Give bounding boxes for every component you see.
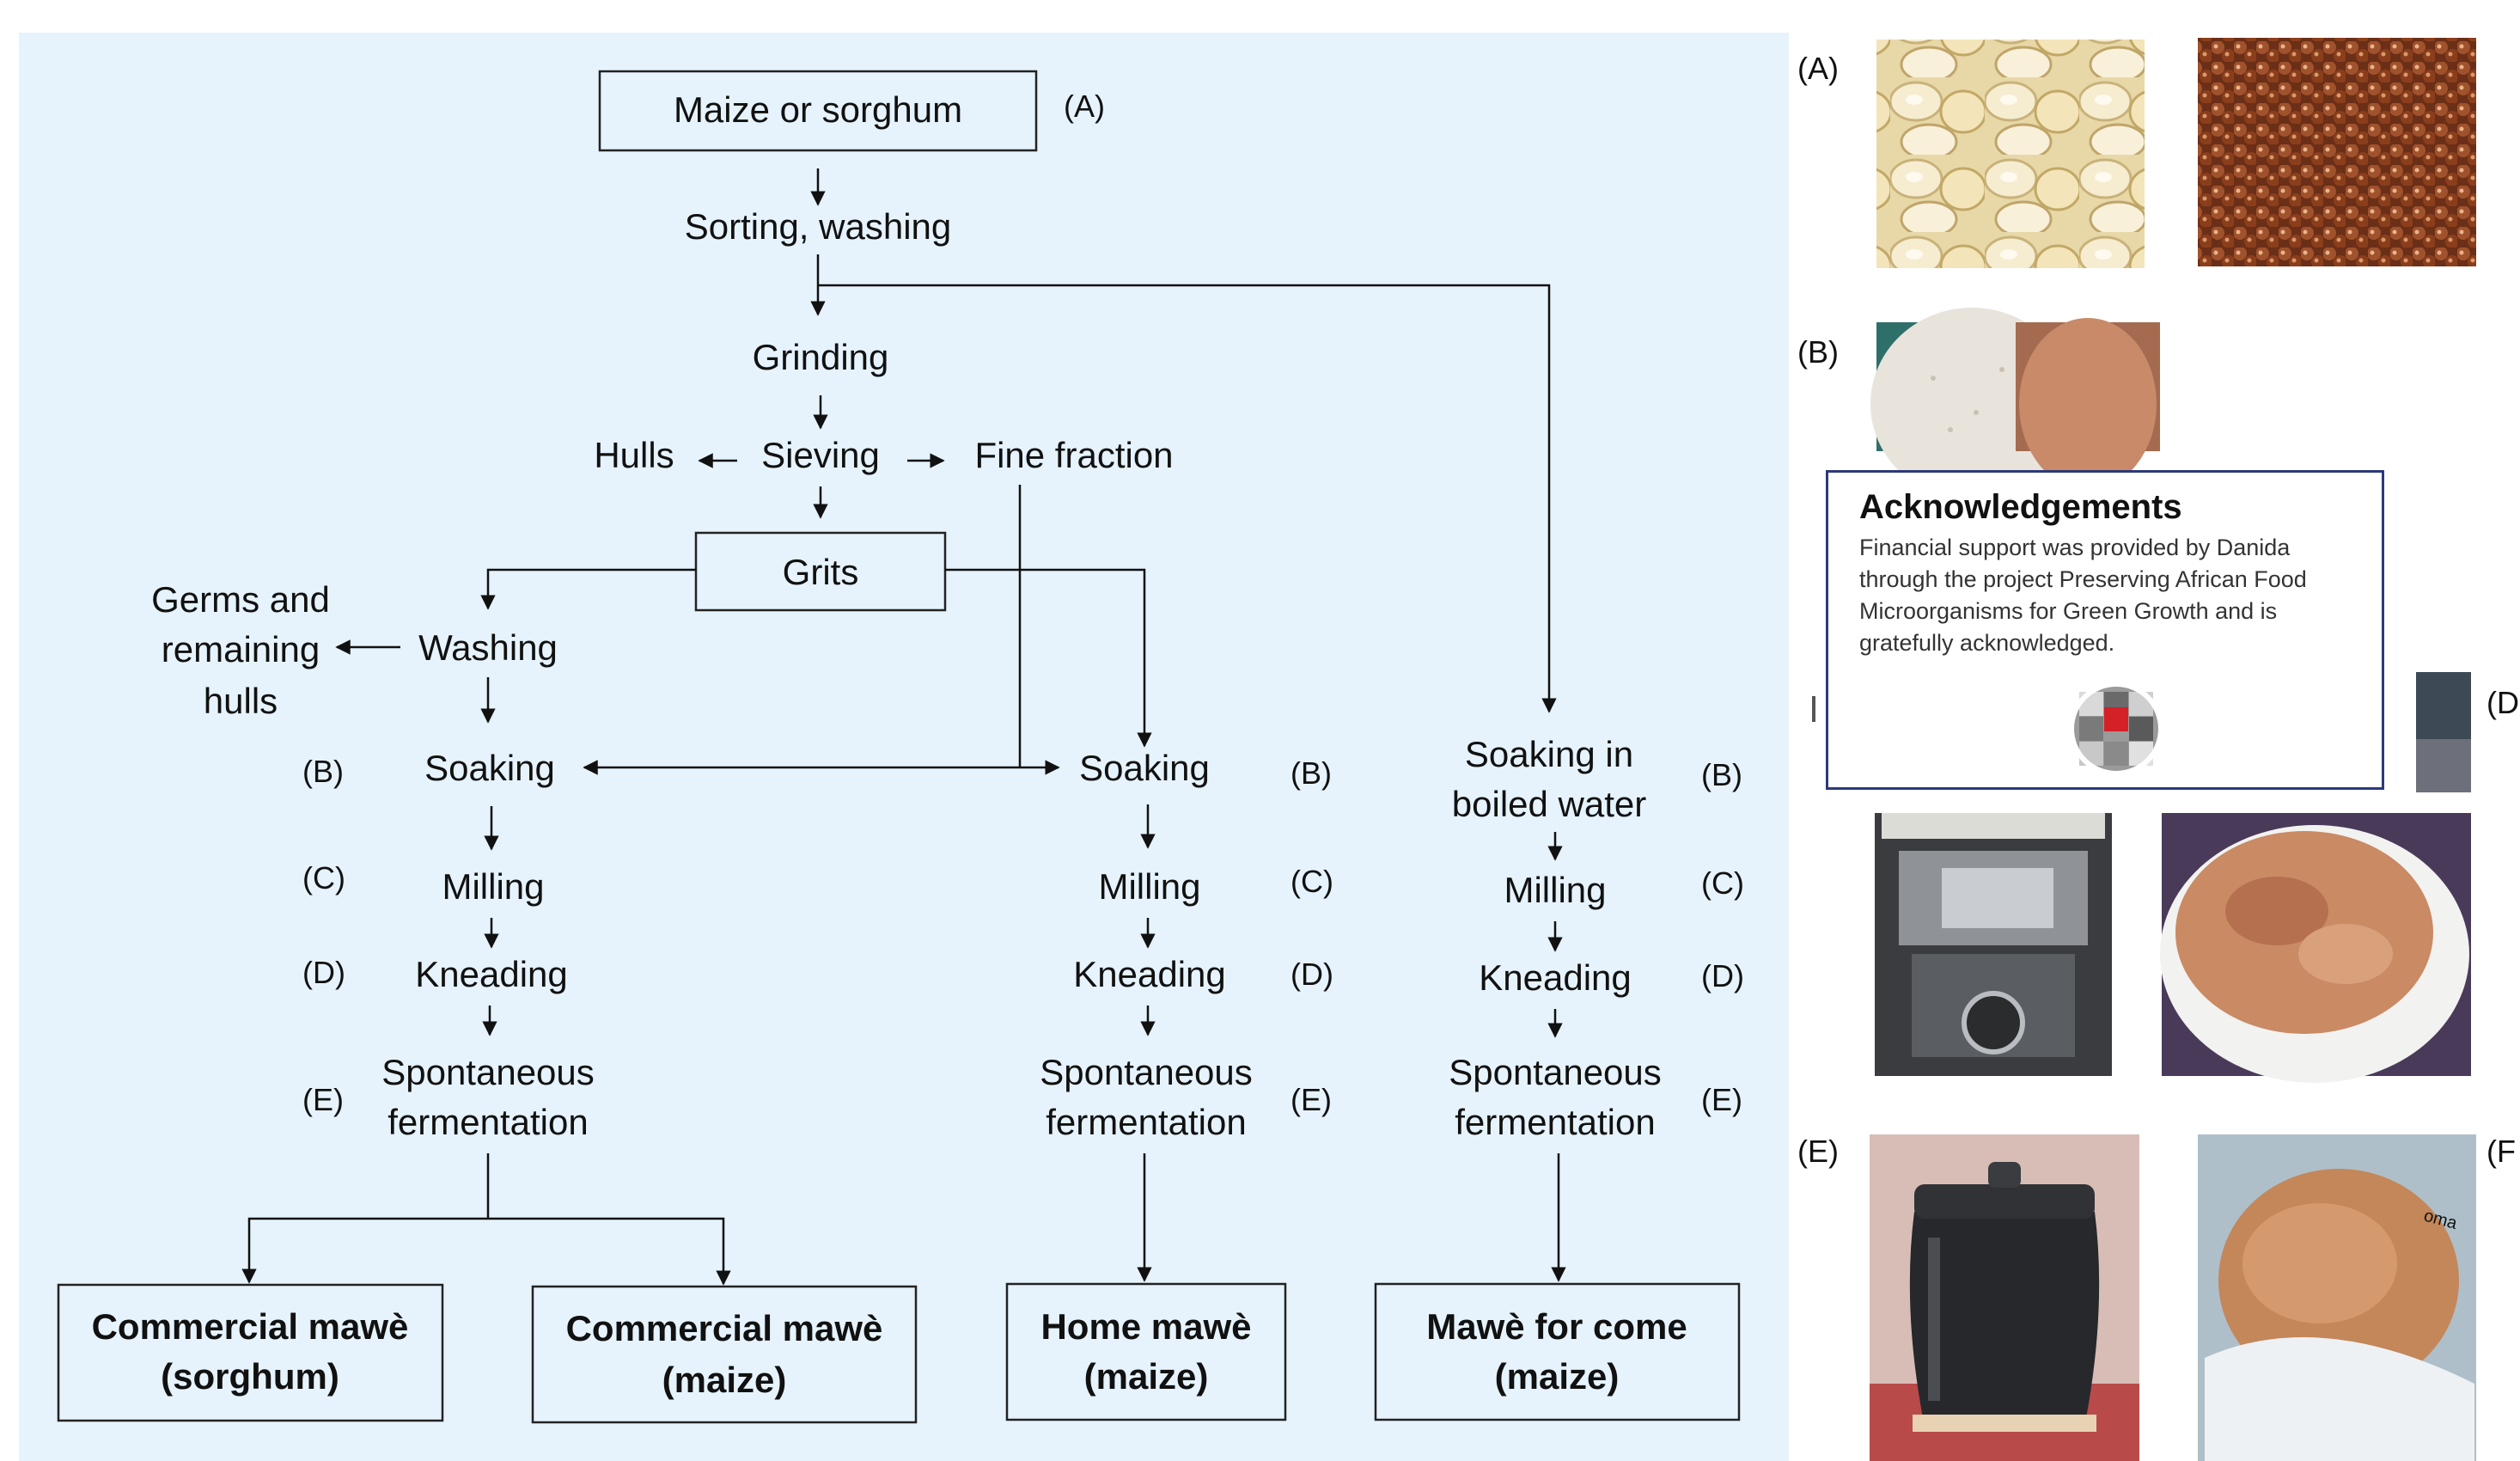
product-line-2: (maize) <box>1084 1356 1209 1397</box>
spont-left-line-2: fermentation <box>387 1102 588 1142</box>
photo-label-e: (E) <box>1797 1134 1839 1169</box>
kneading-mid-node: Kneading <box>1073 954 1226 994</box>
spont-mid-line-1: Spontaneous <box>1040 1052 1253 1092</box>
mid-step-c: (C) <box>1291 864 1333 899</box>
milling-mid-node: Milling <box>1098 866 1200 907</box>
start-step-label: (A) <box>1064 89 1105 124</box>
product-line-1: Mawè for come <box>1426 1306 1687 1347</box>
milling-left-node: Milling <box>442 866 544 907</box>
spont-right-line-2: fermentation <box>1455 1102 1655 1142</box>
arrow-to-commercial-sorghum <box>241 1217 488 1284</box>
left-step-c: (C) <box>302 860 345 896</box>
bagged-mawe-photo: oma <box>2198 1134 2476 1461</box>
product-line-1: Home mawè <box>1040 1306 1251 1347</box>
left-step-b: (B) <box>302 754 344 789</box>
right-step-d: (D) <box>1701 958 1744 993</box>
ack-line-3: Microorganisms for Green Growth and is <box>1859 598 2278 624</box>
mid-step-e: (E) <box>1291 1082 1332 1117</box>
soaking-left-node: Soaking <box>424 748 555 788</box>
start-box <box>598 70 1038 152</box>
ack-line-2: through the project Preserving African F… <box>1859 566 2307 592</box>
germs-line-2: remaining <box>162 629 320 669</box>
ack-title: Acknowledgements <box>1859 488 2182 526</box>
right-step-b: (B) <box>1701 757 1742 792</box>
sorting-node: Sorting, washing <box>685 206 952 247</box>
right-step-c: (C) <box>1701 865 1744 901</box>
product-line-1: Commercial mawè <box>92 1306 409 1347</box>
product-commercial-sorghum: Commercial mawè (sorghum) <box>57 1283 444 1422</box>
hulls-node: Hulls <box>594 435 674 475</box>
milling-right-node: Milling <box>1504 870 1606 910</box>
germs-line-1: Germs and <box>151 579 330 620</box>
sieving-node: Sieving <box>761 435 880 475</box>
fine-fraction-node: Fine fraction <box>974 435 1173 475</box>
left-step-e: (E) <box>302 1082 344 1117</box>
sorghum-grain-photo <box>2198 38 2476 266</box>
ack-line-4: gratefully acknowledged. <box>1859 630 2115 656</box>
spont-right-line-1: Spontaneous <box>1449 1052 1662 1092</box>
fermentation-pot-photo <box>1870 1134 2139 1461</box>
photo-label-f: (F <box>2486 1134 2516 1169</box>
start-node: Maize or sorghum <box>674 89 962 130</box>
product-line-2: (sorghum) <box>161 1356 339 1397</box>
product-line-1: Commercial mawè <box>566 1308 883 1348</box>
photo-label-b: (B) <box>1797 334 1839 370</box>
left-step-d: (D) <box>302 955 345 990</box>
mid-step-b: (B) <box>1291 755 1332 791</box>
soaking-photo <box>1870 308 2160 500</box>
photo-label-d: (D <box>2486 685 2519 720</box>
photo-edge-left <box>1812 696 1815 722</box>
soaking-mid-node: Soaking <box>1079 748 1210 788</box>
arrow-sorting-soaking-right <box>818 284 1557 713</box>
top-dough-photo-edge <box>2416 672 2471 792</box>
maize-grain-photo <box>1876 40 2145 268</box>
washing-node: Washing <box>418 627 558 668</box>
right-step-e: (E) <box>1701 1082 1742 1117</box>
kneading-right-node: Kneading <box>1479 957 1632 998</box>
germs-line-3: hulls <box>204 681 278 721</box>
product-line-2: (maize) <box>1495 1356 1620 1397</box>
arrow-to-commercial-maize <box>488 1217 731 1286</box>
grits-node: Grits <box>783 552 859 592</box>
product-home-maize: Home mawè (maize) <box>1005 1282 1287 1421</box>
grits-box <box>694 531 947 612</box>
arrow-grits-soaking-mid <box>945 568 1152 748</box>
mid-step-d: (D) <box>1291 957 1333 992</box>
product-commercial-maize: Commercial mawè (maize) <box>531 1285 918 1424</box>
product-line-2: (maize) <box>662 1360 787 1400</box>
grinding-node: Grinding <box>753 337 889 377</box>
kneaded-dough-photo <box>2160 813 2471 1083</box>
photo-label-a: (A) <box>1797 51 1839 86</box>
soaking-right-line-1: Soaking in <box>1465 734 1633 774</box>
soaking-right-line-2: boiled water <box>1452 784 1646 824</box>
ack-line-1: Financial support was provided by Danida <box>1859 535 2291 560</box>
milling-machine-photo <box>1875 813 2112 1076</box>
danida-logo-icon <box>2069 682 2163 776</box>
acknowledgements-popup: Acknowledgements Financial support was p… <box>1826 470 2384 790</box>
kneading-left-node: Kneading <box>415 954 568 994</box>
spont-mid-line-2: fermentation <box>1046 1102 1246 1142</box>
spont-left-line-1: Spontaneous <box>381 1052 595 1092</box>
product-mawe-for-come: Mawè for come (maize) <box>1374 1282 1741 1421</box>
arrow-grits-washing <box>480 568 696 610</box>
diagram-background <box>19 33 1789 1461</box>
